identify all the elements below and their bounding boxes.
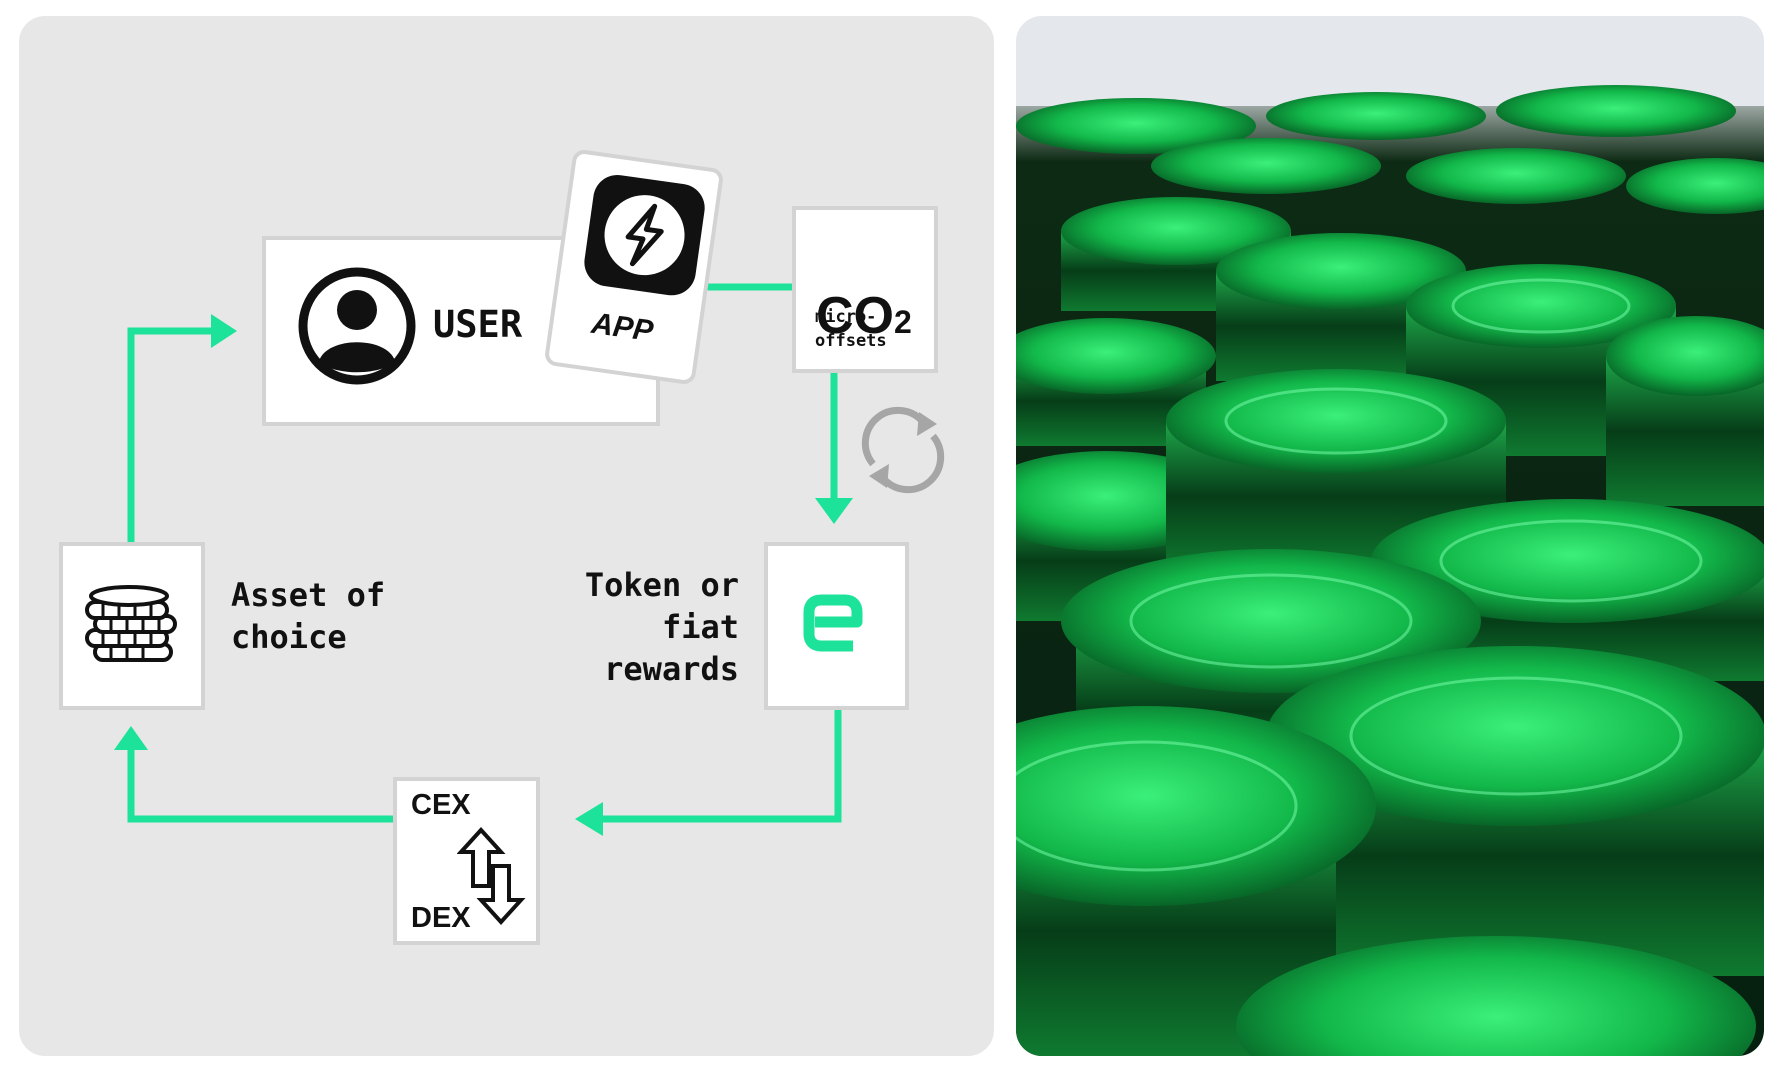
app-label: APP xyxy=(589,306,656,349)
reward-label: Token or fiat rewards xyxy=(584,566,739,688)
token-to-exchange-line xyxy=(599,710,842,823)
co2-box xyxy=(792,206,938,373)
co2-caption: micro- offsets xyxy=(815,307,887,351)
refresh-cycle-icon xyxy=(861,406,945,494)
back-row-coins xyxy=(1016,85,1764,214)
e-logo-icon xyxy=(803,594,863,652)
mid-row-coins xyxy=(1016,197,1764,506)
exchange-to-asset-line xyxy=(127,746,393,823)
coin-stack-icon xyxy=(85,585,177,662)
arrowhead-right xyxy=(211,314,237,348)
flow-arrows xyxy=(114,283,853,836)
user-label: USER xyxy=(433,303,523,346)
asset-label: Asset of choice xyxy=(231,576,386,656)
arrowhead-up xyxy=(114,726,148,750)
diagram-panel: USER APP CO2 micro- offsets Token or fia… xyxy=(19,16,994,1056)
arrowhead-left xyxy=(575,802,603,836)
lightning-icon xyxy=(581,171,708,299)
co2-main: CO xyxy=(816,287,894,345)
asset-to-user-line xyxy=(127,327,215,542)
co2-label: CO2 xyxy=(816,226,912,346)
green-coins-photo xyxy=(1016,16,1764,1056)
user-icon xyxy=(298,267,416,385)
cex-label: CEX xyxy=(411,789,471,821)
coin-rims xyxy=(1016,278,1703,872)
co2-subscript: 2 xyxy=(894,304,912,340)
coins-illustration xyxy=(1016,16,1764,1056)
exchange-box xyxy=(393,777,540,945)
dex-label: DEX xyxy=(411,902,471,934)
swap-arrows-icon xyxy=(457,827,526,925)
front-row-coins xyxy=(1016,369,1764,1056)
arrowhead-down xyxy=(815,498,853,524)
app-card: APP xyxy=(543,148,725,386)
